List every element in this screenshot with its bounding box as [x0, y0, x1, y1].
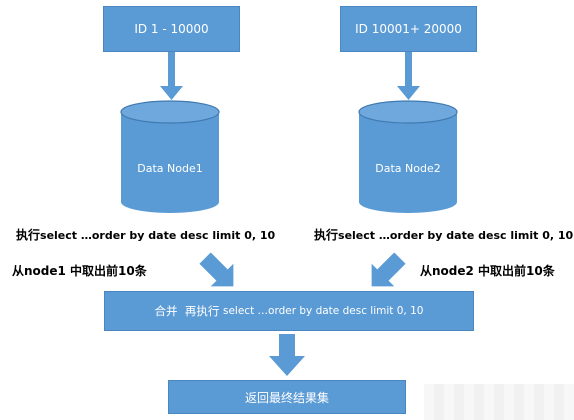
data-node2-label: Data Node2 [375, 162, 441, 175]
right-down-arrow-top [397, 52, 420, 100]
left-id-range-box: ID 1 - 10000 [103, 6, 240, 52]
right-query-sql: select …order by date desc limit 0, 10 [338, 229, 574, 242]
merge-prefix: 合并 再执行 [154, 304, 223, 318]
data-node1-cylinder [120, 100, 220, 213]
data-node2-cylinder [358, 100, 458, 213]
left-fetch-label: 从node1 中取出前10条 [12, 264, 147, 278]
right-query-prefix: 执行 [314, 228, 339, 242]
merge-box: 合并 再执行 select …order by date desc limit … [104, 291, 474, 331]
right-fetch-label: 从node2 中取出前10条 [420, 264, 555, 278]
left-diagonal-arrow [199, 252, 234, 287]
left-query-label: 执行select …order by date desc limit 0, 10 [16, 226, 275, 243]
right-query-label: 执行select …order by date desc limit 0, 10 [314, 226, 573, 243]
merge-sql: select …order by date desc limit 0, 10 [223, 305, 424, 317]
right-diagonal-arrow [371, 252, 406, 287]
data-node1-label: Data Node1 [137, 162, 203, 175]
merge-down-arrow [269, 334, 305, 376]
left-query-sql: select …order by date desc limit 0, 10 [40, 229, 276, 242]
result-box: 返回最终结果集 [168, 380, 406, 414]
left-down-arrow-top [160, 52, 183, 100]
left-id-range-label: ID 1 - 10000 [134, 22, 209, 36]
left-query-prefix: 执行 [16, 228, 41, 242]
right-id-range-box: ID 10001+ 20000 [340, 6, 477, 52]
watermark [424, 384, 574, 420]
result-label: 返回最终结果集 [244, 390, 329, 405]
right-id-range-label: ID 10001+ 20000 [355, 22, 462, 36]
